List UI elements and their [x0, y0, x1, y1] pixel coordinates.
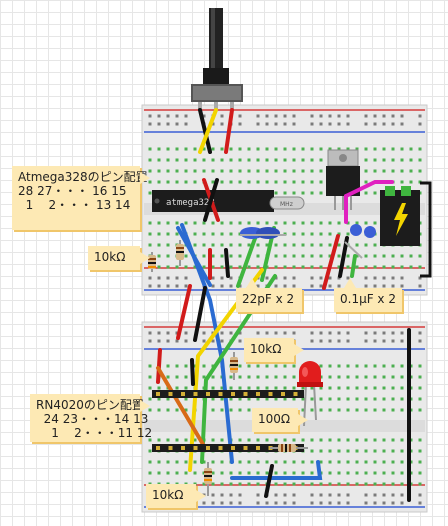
note-res-10k-mid: 10kΩ	[244, 338, 304, 362]
capacitor-22pf	[240, 227, 286, 239]
note-atmega-row-top: 28 27・・・ 16 15	[18, 184, 127, 198]
resistor-100	[270, 444, 308, 452]
note-cap-22pf: 22pF x 2	[236, 278, 302, 312]
resistor-10k-top	[148, 240, 184, 272]
note-res-10k-top: 10kΩ	[88, 246, 150, 270]
breadboard-top-holes	[148, 114, 422, 288]
note-res-100: 100Ω	[252, 408, 308, 432]
note-res-10k-bottom-text: 10kΩ	[152, 488, 184, 502]
crystal-marking: MHz	[280, 201, 293, 208]
note-atmega-pinout: Atmega328のピン配置 28 27・・・ 16 15 1 2・・・ 13 …	[12, 166, 150, 230]
note-rn4020-row-bottom: 1 2・・・11 12	[36, 426, 153, 440]
note-cap-01uf-text: 0.1μF x 2	[340, 292, 396, 306]
note-cap-22pf-text: 22pF x 2	[242, 292, 295, 306]
note-rn4020-title: RN4020のピン配置	[36, 398, 144, 412]
chip-marking: atmega328	[166, 198, 215, 208]
note-res-10k-mid-text: 10kΩ	[250, 342, 282, 356]
crystal: MHz	[269, 196, 305, 210]
note-rn4020-row-top: 24 23・・・14 13	[36, 412, 149, 426]
battery-icon	[380, 181, 432, 278]
wires-top	[176, 108, 394, 290]
note-atmega-title: Atmega328のピン配置	[18, 170, 148, 184]
resistor-10k-mid	[230, 352, 238, 380]
resistor-10k-bottom	[204, 462, 212, 496]
note-cap-01uf: 0.1μF x 2	[334, 278, 402, 312]
voltage-regulator-icon	[326, 149, 360, 210]
red-led-icon	[297, 361, 323, 427]
note-res-100-text: 100Ω	[258, 412, 291, 426]
capacitor-01uf	[344, 224, 376, 259]
potentiometer-icon	[191, 8, 243, 110]
note-atmega-row-bottom: 1 2・・・ 13 14	[18, 198, 131, 212]
note-res-10k-bottom: 10kΩ	[146, 484, 206, 508]
note-rn4020-pinout: RN4020のピン配置 24 23・・・14 13 1 2・・・11 12	[30, 394, 153, 442]
note-res-10k-top-text: 10kΩ	[94, 250, 126, 264]
